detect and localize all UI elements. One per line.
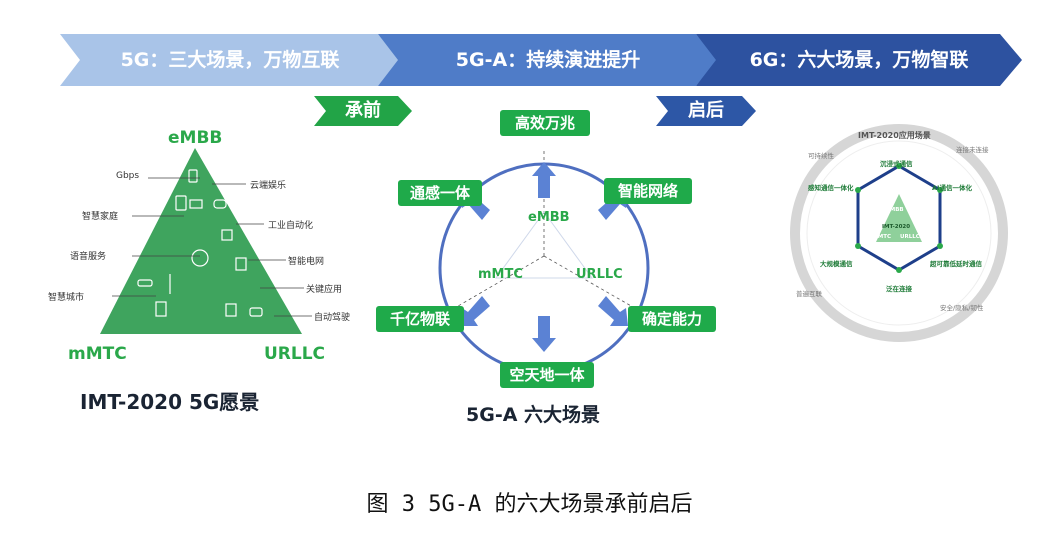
voice-icon (191, 249, 209, 267)
center-imt2020: IMT-2020 (882, 224, 911, 230)
outer-ring (790, 124, 1008, 342)
scenario-massive-iot: 千亿物联 (376, 306, 464, 332)
hex-node-bottom (896, 267, 902, 273)
vision-caption: IMT-2020 5G愿景 (80, 390, 260, 414)
banner-5g: 5G：三大场景，万物互联 (60, 34, 400, 86)
scenario-intelligent-network: 智能网络 (604, 178, 692, 204)
arrow-up (532, 162, 556, 198)
banner-5g-shape (60, 34, 400, 86)
item-smart-grid: 智能电网 (288, 257, 325, 267)
banner-5ga: 5G-A：持续演进提升 (378, 34, 718, 86)
tag-inherit-label: 承前 (345, 100, 381, 121)
banner-5g-label: 5G：三大场景，万物互联 (120, 49, 340, 71)
item-voice: 语音服务 (70, 252, 107, 262)
device-icons (137, 169, 263, 317)
item-industrial-automation: 工业自动化 (268, 221, 314, 231)
hex-immersive: 沉浸式通信 (880, 160, 913, 168)
item-autonomous-driving: 自动驾驶 (314, 313, 351, 323)
factory-icon (225, 303, 237, 317)
inner-triangle (495, 211, 593, 279)
building-icon (155, 301, 167, 317)
item-smart-city: 智慧城市 (48, 293, 85, 303)
hex-node-upper-left (855, 187, 861, 193)
vision-triangle-art (100, 148, 302, 334)
arrow-lower-right (598, 296, 628, 326)
item-gbps: Gbps (116, 171, 140, 181)
hex-node-lower-right (937, 243, 943, 249)
sixg-diagram (790, 124, 1008, 342)
robot-arm-icon (221, 229, 233, 241)
banner-6g-shape (696, 34, 1022, 86)
item-critical-apps: 关键应用 (306, 285, 343, 295)
ring-connect-unconnected: 连接未连接 (956, 146, 989, 154)
scenario-space-air-ground: 空天地一体 (500, 362, 594, 388)
banner-5ga-arrow (378, 34, 718, 86)
vision-connectors (112, 177, 312, 317)
phone-icon (188, 169, 198, 183)
tag-inherit-shape (314, 96, 412, 126)
axis-right (543, 255, 664, 326)
banner-6g-label: 6G：六大场景，万物智联 (749, 49, 969, 71)
item-smart-home: 智慧家庭 (82, 212, 119, 222)
fivega-caption: 5G-A 六大场景 (466, 404, 601, 426)
hex-node-lower-left (855, 243, 861, 249)
hex-ai-comm: AI通信一体化 (932, 184, 972, 192)
hex-hrllc: 超可靠低延时通信 (930, 260, 982, 268)
tag-inherit-arrow (314, 96, 412, 126)
item-cloud-entertainment: 云端娱乐 (250, 181, 287, 191)
inner-mmtc: mMTC (478, 267, 523, 282)
vr-icon (213, 199, 227, 209)
vision-bottom-right-label: URLLC (264, 344, 326, 364)
scenario-deterministic: 确定能力 (628, 306, 716, 332)
auto-car-icon (249, 307, 263, 317)
ring-ubiquitous: 普遍互联 (796, 290, 822, 298)
scenario-gigabit: 高效万兆 (500, 110, 590, 136)
tag-continue-shape (656, 96, 756, 126)
tag-continue-arrow (656, 96, 756, 126)
tag-continue: 启后 (656, 96, 756, 126)
center-mmtc: mMTC (872, 234, 891, 240)
figure-caption: 图 3 5G-A 的六大场景承前启后 (366, 492, 693, 517)
grid-icon (235, 257, 247, 271)
arrow-lower-left (460, 296, 490, 326)
hex-ubiquitous: 泛在连接 (886, 285, 912, 293)
inner-urllc: URLLC (576, 267, 623, 282)
banner-6g-arrow (696, 34, 1022, 86)
ring-security: 安全/隐私/韧性 (940, 304, 984, 312)
inner-embb: eMBB (528, 210, 570, 225)
center-urllc: URLLC (900, 234, 920, 240)
car-icon (137, 279, 153, 287)
hex-node-upper-right (937, 187, 943, 193)
sixg-ring-title: IMT-2020应用场景 (858, 131, 931, 140)
hex-node-top (896, 163, 902, 169)
banner-6g: 6G：六大场景，万物智联 (696, 34, 1022, 86)
arrow-down (532, 316, 556, 352)
ring-sustainability: 可持续性 (808, 152, 834, 160)
tag-continue-label: 启后 (688, 100, 724, 121)
vision-bottom-left-label: mMTC (68, 344, 127, 364)
center-embb: eMBB (886, 207, 904, 213)
axis-left (424, 255, 545, 327)
banner-5ga-shape (378, 34, 718, 86)
scenario-isac: 通感一体 (398, 180, 482, 206)
vision-triangle (100, 148, 302, 334)
hex-massive: 大规模通信 (820, 260, 853, 268)
banner-5g-arrow (60, 34, 400, 86)
tablet-icon (175, 195, 187, 211)
tag-inherit: 承前 (314, 96, 412, 126)
hex-isac: 感知通信一体化 (808, 184, 854, 192)
vision-top-label: eMBB (168, 128, 223, 148)
center-triangle (876, 194, 922, 242)
banner-5ga-label: 5G-A：持续演进提升 (455, 49, 641, 71)
laptop-icon (189, 199, 203, 209)
